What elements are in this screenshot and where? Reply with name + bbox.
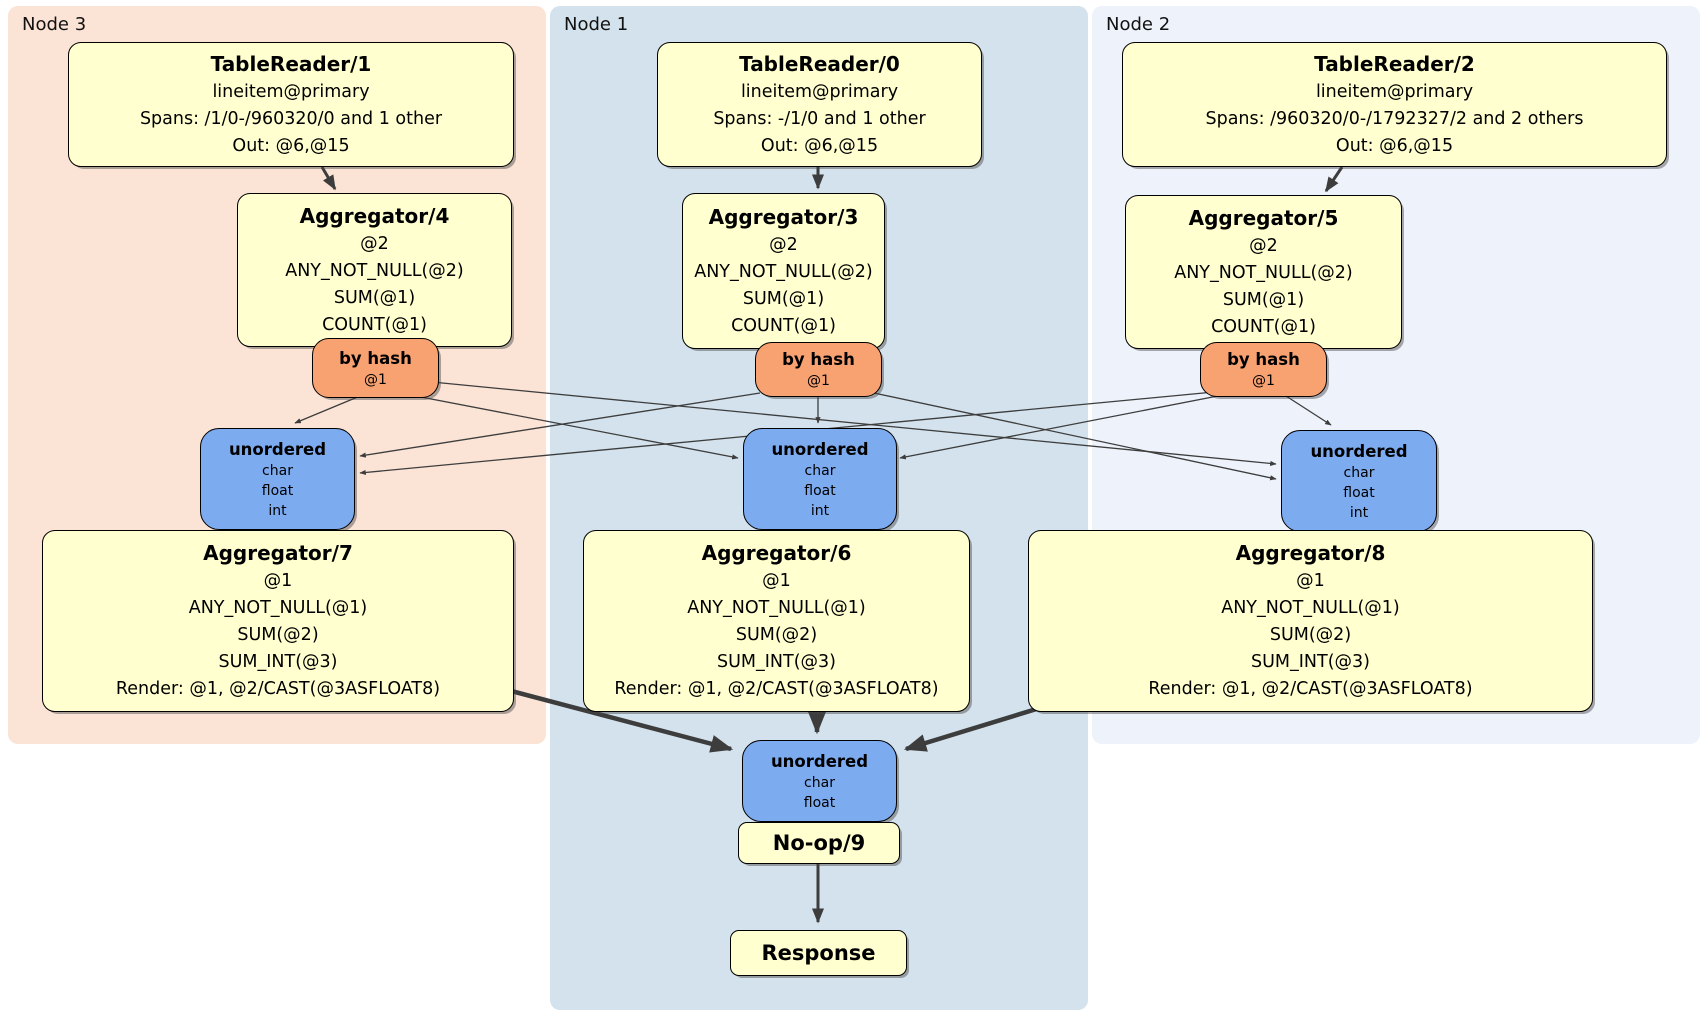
box-title: TableReader/1 [210,51,372,76]
aggregator-7-box: Aggregator/7 @1 ANY_NOT_NULL(@1) SUM(@2)… [42,530,514,712]
box-title: Aggregator/8 [1235,541,1386,565]
box-line: @2 [360,233,389,254]
box-title: Aggregator/4 [299,203,450,228]
edge-hash1-uno3 [359,392,761,458]
tablereader-1-box: TableReader/1 lineitem@primary Spans: /1… [68,42,514,167]
box-line: ANY_NOT_NULL(@2) [1174,262,1353,283]
unordered-sync-node1: unordered char float int [743,428,897,530]
box-title: TableReader/0 [739,51,900,76]
edge-hash2-uno1 [899,393,1229,460]
box-line: float [261,482,294,499]
edge-hash3-uno1 [399,392,739,460]
box-title: Aggregator/5 [1188,205,1339,230]
node3-label: Node 3 [22,14,87,35]
hash-router-node2: by hash @1 [1200,342,1327,397]
box-line: char [804,462,836,479]
box-title: by hash [1227,350,1300,369]
box-line: @1 [762,571,791,591]
unordered-sync-node2: unordered char float int [1281,430,1437,532]
box-line: SUM_INT(@3) [1251,652,1370,672]
hash-router-node1: by hash @1 [755,342,882,397]
box-line: lineitem@primary [1315,81,1474,102]
box-line: float [1343,484,1375,501]
box-line: ANY_NOT_NULL(@1) [1221,598,1400,618]
unordered-sync-node3: unordered char float int [200,428,355,530]
edge-hash3-uno3 [294,395,361,424]
box-line: SUM(@2) [735,625,818,645]
noop-9-box: No-op/9 [738,822,900,864]
response-box: Response [730,930,907,976]
box-line: ANY_NOT_NULL(@1) [687,598,866,618]
box-line: char [1343,464,1375,481]
box-line: ANY_NOT_NULL(@2) [694,261,873,282]
aggregator-3-box: Aggregator/3 @2 ANY_NOT_NULL(@2) SUM(@1)… [682,193,885,349]
box-line: SUM(@1) [742,288,825,309]
box-line: @1 [364,371,387,388]
edge-tr2-agg5 [1324,166,1344,193]
node2-label: Node 2 [1106,14,1171,35]
edge-agg7-uno4 [499,685,734,753]
box-title: Aggregator/6 [701,541,852,565]
tablereader-0-box: TableReader/0 lineitem@primary Spans: -/… [657,42,982,167]
box-title: Aggregator/7 [203,541,353,565]
box-title: unordered [770,751,869,771]
box-line: COUNT(@1) [322,314,427,335]
box-title: unordered [228,439,327,459]
box-line: @2 [1249,235,1278,256]
aggregator-8-box: Aggregator/8 @1 ANY_NOT_NULL(@1) SUM(@2)… [1028,530,1593,712]
edge-hash1-uno2 [873,392,1277,481]
box-line: SUM(@2) [237,625,319,645]
box-line: ANY_NOT_NULL(@2) [285,260,464,281]
box-line: Spans: /1/0-/960320/0 and 1 other [139,108,443,129]
box-line: Render: @1, @2/CAST(@3ASFLOAT8) [1148,679,1473,699]
box-line: @1 [1296,571,1325,591]
box-line: int [1349,504,1369,521]
box-line: lineitem@primary [212,81,370,102]
hash-router-node3: by hash @1 [312,338,439,398]
box-title: TableReader/2 [1314,51,1475,76]
box-line: @1 [263,571,293,591]
box-line: SUM(@2) [1269,625,1352,645]
aggregator-4-box: Aggregator/4 @2 ANY_NOT_NULL(@2) SUM(@1)… [237,193,512,347]
box-title: by hash [782,350,855,369]
box-line: Render: @1, @2/CAST(@3ASFLOAT8) [115,679,441,699]
box-title: Aggregator/3 [708,204,859,229]
box-line: Out: @6,@15 [232,135,350,156]
box-title: Response [761,941,876,965]
box-line: char [262,462,293,479]
box-line: SUM_INT(@3) [218,652,338,672]
aggregator-6-box: Aggregator/6 @1 ANY_NOT_NULL(@1) SUM(@2)… [583,530,970,712]
box-line: SUM(@1) [1222,289,1305,310]
box-line: float [803,794,836,811]
box-line: @1 [1252,373,1275,389]
box-line: Out: @6,@15 [1335,135,1454,156]
box-line: COUNT(@1) [731,315,836,336]
box-line: float [804,482,836,499]
box-line: SUM(@1) [333,287,416,308]
box-line: int [268,502,287,519]
edge-tr1-agg4 [320,166,337,191]
box-line: SUM_INT(@3) [717,652,836,672]
box-title: by hash [339,348,412,368]
box-line: ANY_NOT_NULL(@1) [188,598,368,618]
box-title: unordered [771,439,869,459]
box-title: No-op/9 [772,831,866,855]
box-line: lineitem@primary [740,81,899,102]
box-line: Spans: -/1/0 and 1 other [713,108,926,129]
box-line: Spans: /960320/0-/1792327/2 and 2 others [1205,108,1584,129]
node1-label: Node 1 [564,14,629,35]
box-line: Out: @6,@15 [760,135,879,156]
box-line: @2 [769,234,798,255]
box-line: char [804,774,835,791]
aggregator-5-box: Aggregator/5 @2 ANY_NOT_NULL(@2) SUM(@1)… [1125,195,1402,349]
tablereader-2-box: TableReader/2 lineitem@primary Spans: /9… [1122,42,1667,167]
box-line: COUNT(@1) [1211,316,1316,337]
edge-hash2-uno2 [1285,395,1332,426]
box-title: unordered [1310,441,1408,461]
box-line: int [810,502,830,519]
box-line: Render: @1, @2/CAST(@3ASFLOAT8) [614,679,939,699]
unordered-sync-final: unordered char float [742,740,897,822]
box-line: @1 [807,373,830,389]
edge-hash3-uno2 [431,381,1277,467]
